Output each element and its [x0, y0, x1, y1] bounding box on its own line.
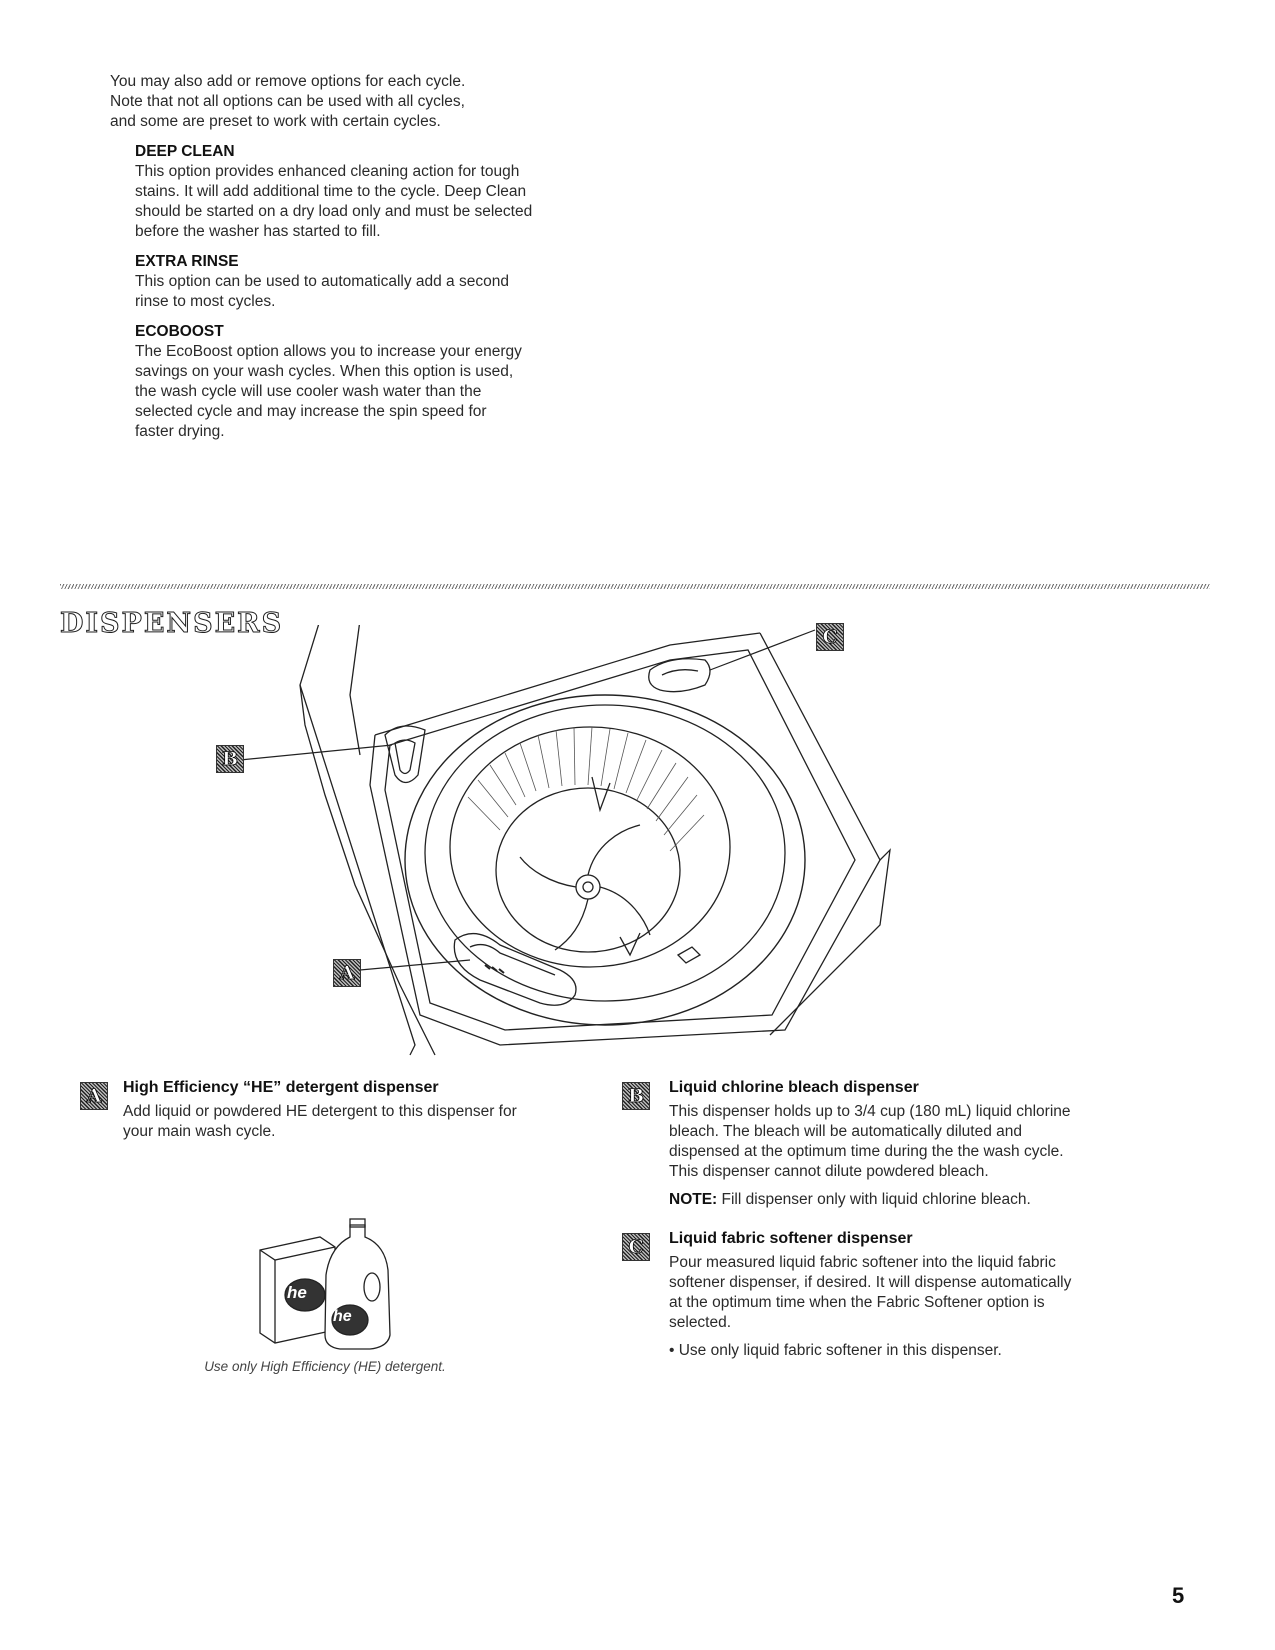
option-line: selected cycle and may increase the spin… — [135, 403, 487, 420]
dispenser-b-title: Liquid chlorine bleach dispenser — [669, 1079, 919, 1096]
option-line: This option can be used to automatically… — [135, 273, 509, 290]
intro-paragraph: You may also add or remove options for e… — [110, 72, 630, 132]
dispenser-c-section: Liquid fabric softener dispenser Pour me… — [669, 1229, 1169, 1361]
option-line: should be started on a dry load only and… — [135, 203, 533, 220]
text-line: your main wash cycle. — [123, 1123, 276, 1140]
dispenser-b-section: Liquid chlorine bleach dispenser This di… — [669, 1078, 1169, 1210]
badge-letter: A — [339, 962, 355, 985]
diagram-badge-a: A — [333, 959, 361, 987]
badge-letter: C — [822, 626, 838, 649]
option-deep-clean: DEEP CLEAN This option provides enhanced… — [135, 142, 635, 242]
text-line: selected. — [669, 1314, 732, 1331]
dispenser-b-badge: B — [622, 1082, 650, 1110]
intro-line: You may also add or remove options for e… — [110, 73, 466, 90]
badge-letter: B — [627, 1085, 645, 1108]
option-line: stains. It will add additional time to t… — [135, 183, 527, 200]
text-line: at the optimum time when the Fabric Soft… — [669, 1294, 1045, 1311]
note-label: NOTE: — [669, 1191, 718, 1208]
option-title: ECOBOOST — [135, 323, 224, 340]
option-line: savings on your wash cycles. When this o… — [135, 363, 514, 380]
dispenser-c-description: Pour measured liquid fabric softener int… — [669, 1253, 1169, 1361]
option-ecoboost: ECOBOOST The EcoBoost option allows you … — [135, 322, 635, 442]
page-number: 5 — [1172, 1583, 1185, 1608]
diagram-badge-c: C — [816, 623, 844, 651]
badge-letter: A — [86, 1085, 102, 1108]
option-line: The EcoBoost option allows you to increa… — [135, 343, 522, 360]
badge-letter: B — [221, 748, 239, 771]
option-extra-rinse: EXTRA RINSE This option can be used to a… — [135, 252, 635, 312]
he-detergent-illustration — [259, 1218, 391, 1350]
option-line: the wash cycle will use cooler wash wate… — [135, 383, 482, 400]
text-line: This dispenser holds up to 3/4 cup (180 … — [669, 1103, 1071, 1120]
text-line: bleach. The bleach will be automatically… — [669, 1123, 1022, 1140]
dispenser-c-badge: C — [622, 1233, 650, 1261]
dispenser-b-note: NOTE: Fill dispenser only with liquid ch… — [669, 1190, 1169, 1210]
he-logo-bottle: he — [333, 1308, 352, 1325]
badge-letter: C — [628, 1236, 644, 1259]
dispenser-a-section: High Efficiency “HE” detergent dispenser… — [123, 1078, 623, 1142]
dispenser-a-title: High Efficiency “HE” detergent dispenser — [123, 1079, 439, 1096]
washer-top-diagram — [239, 625, 891, 1056]
note-text: Fill dispenser only with liquid chlorine… — [717, 1191, 1031, 1208]
option-title: EXTRA RINSE — [135, 253, 239, 270]
option-line: faster drying. — [135, 423, 225, 440]
diagram-badge-b: B — [216, 745, 244, 773]
text-line: dispensed at the optimum time during the… — [669, 1143, 1064, 1160]
intro-line: and some are preset to work with certain… — [110, 113, 441, 130]
dispenser-a-badge: A — [80, 1082, 108, 1110]
text-line: This dispenser cannot dilute powdered bl… — [669, 1163, 989, 1180]
text-line: Pour measured liquid fabric softener int… — [669, 1254, 1056, 1271]
dispenser-b-description: This dispenser holds up to 3/4 cup (180 … — [669, 1102, 1169, 1210]
section-divider — [60, 584, 1210, 589]
detergent-caption: Use only High Efficiency (HE) detergent. — [204, 1359, 446, 1374]
options-list: DEEP CLEAN This option provides enhanced… — [135, 142, 635, 452]
text-line: Add liquid or powdered HE detergent to t… — [123, 1103, 517, 1120]
option-line: rinse to most cycles. — [135, 293, 276, 310]
he-logo-box: he — [287, 1283, 307, 1302]
dispenser-c-title: Liquid fabric softener dispenser — [669, 1230, 913, 1247]
intro-line: Note that not all options can be used wi… — [110, 93, 465, 110]
dispenser-a-description: Add liquid or powdered HE detergent to t… — [123, 1102, 623, 1142]
option-line: This option provides enhanced cleaning a… — [135, 163, 520, 180]
dispenser-c-bullet: • Use only liquid fabric softener in thi… — [669, 1342, 1002, 1359]
option-title: DEEP CLEAN — [135, 143, 235, 160]
section-title: DISPENSERS — [59, 608, 284, 640]
option-line: before the washer has started to fill. — [135, 223, 381, 240]
text-line: softener dispenser, if desired. It will … — [669, 1274, 1072, 1291]
